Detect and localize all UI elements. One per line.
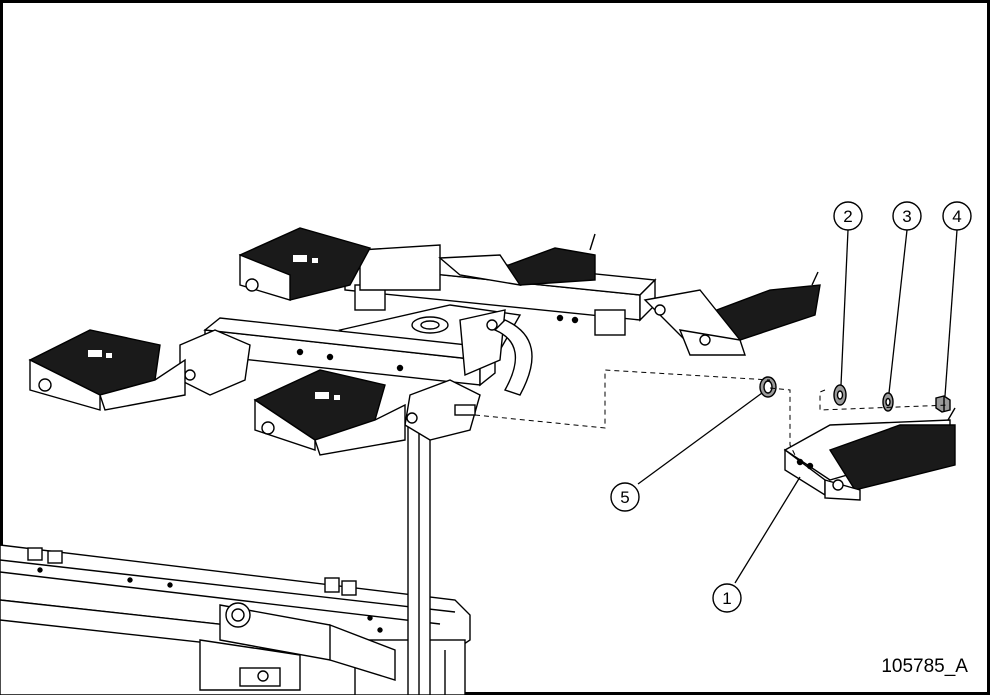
callout-5: 5 <box>610 482 640 512</box>
callout-1: 1 <box>712 583 742 613</box>
callout-4: 4 <box>942 201 972 231</box>
callout-3-label: 3 <box>902 207 911 226</box>
exploded-head-item-1 <box>783 407 956 501</box>
callout-2: 2 <box>833 201 863 231</box>
assembly-path-lines <box>474 369 951 456</box>
main-assembly <box>179 244 657 441</box>
head-rear-left <box>238 227 372 301</box>
head-front-center <box>253 369 406 456</box>
callout-4-label: 4 <box>952 207 961 226</box>
lock-washer-item-3 <box>882 392 894 412</box>
head-rear-center <box>438 233 596 286</box>
head-rear-right <box>643 271 821 356</box>
callout-1-label: 1 <box>722 589 731 608</box>
figure-id: 105785_A <box>881 656 968 677</box>
callout-2-label: 2 <box>843 207 852 226</box>
callout-5-label: 5 <box>620 488 629 507</box>
washer-item-2 <box>833 384 847 406</box>
spacer-item-5 <box>759 376 777 398</box>
head-front-left <box>28 329 186 411</box>
nut-item-4 <box>935 395 951 413</box>
vertical-post <box>407 419 431 695</box>
leader-lines <box>637 229 958 584</box>
callout-3: 3 <box>892 201 922 231</box>
